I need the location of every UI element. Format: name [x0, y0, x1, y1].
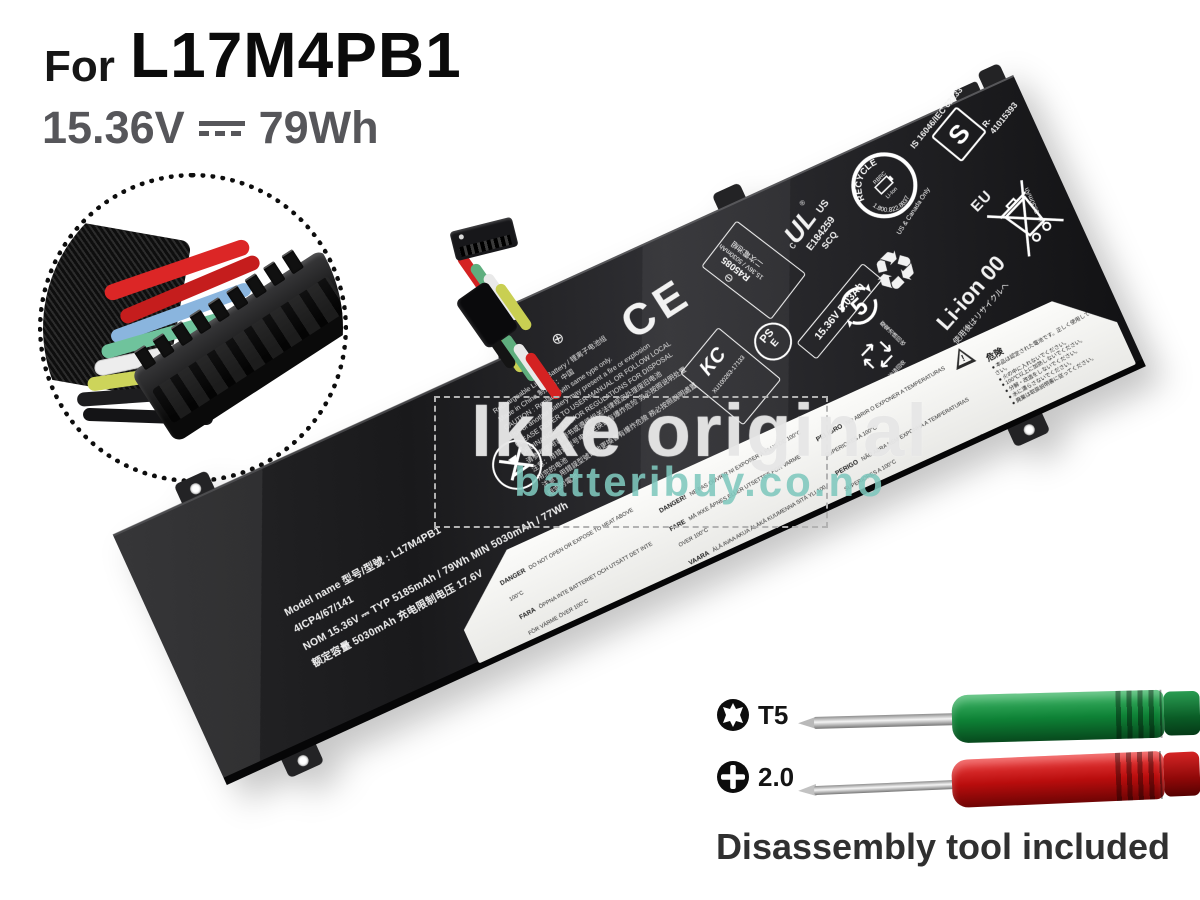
tools-caption: Disassembly tool included — [715, 826, 1171, 867]
energy-value: 79Wh — [258, 102, 379, 153]
watermark-site-text: batteribuy.co.no — [514, 458, 886, 505]
phillips-size-label: 2.0 — [758, 762, 795, 792]
page-title-model: L17M4PB1 — [130, 19, 462, 91]
torx-size-label: T5 — [758, 700, 789, 730]
header-prefix: For — [44, 42, 115, 91]
torx-icon — [716, 698, 750, 737]
cable-connector — [449, 216, 519, 262]
circle-5-icon: 5 — [825, 272, 893, 340]
phillips-icon — [716, 760, 750, 799]
header-spec: 15.36V 79Wh — [42, 102, 379, 154]
battery-recycle-icon: 廢電池請回收 废电池请回收 — [850, 321, 907, 388]
watermark-text: Ikke original — [471, 389, 929, 472]
connector-callout-circle — [38, 173, 348, 483]
watermark-dashed-box — [434, 396, 828, 528]
laptop-battery: ⊖ ⊕ CE Rechargeable Li-ion Battery / 锂离子… — [94, 62, 1146, 785]
voltage-value: 15.36V — [42, 102, 185, 153]
no-hammer-icon — [482, 430, 552, 500]
eu-wheelie-bin-icon — [987, 180, 1064, 257]
eu-weee-group: EU — [968, 162, 1073, 266]
svg-text:RBRC: RBRC — [872, 171, 887, 186]
dc-symbol-icon — [198, 121, 245, 139]
